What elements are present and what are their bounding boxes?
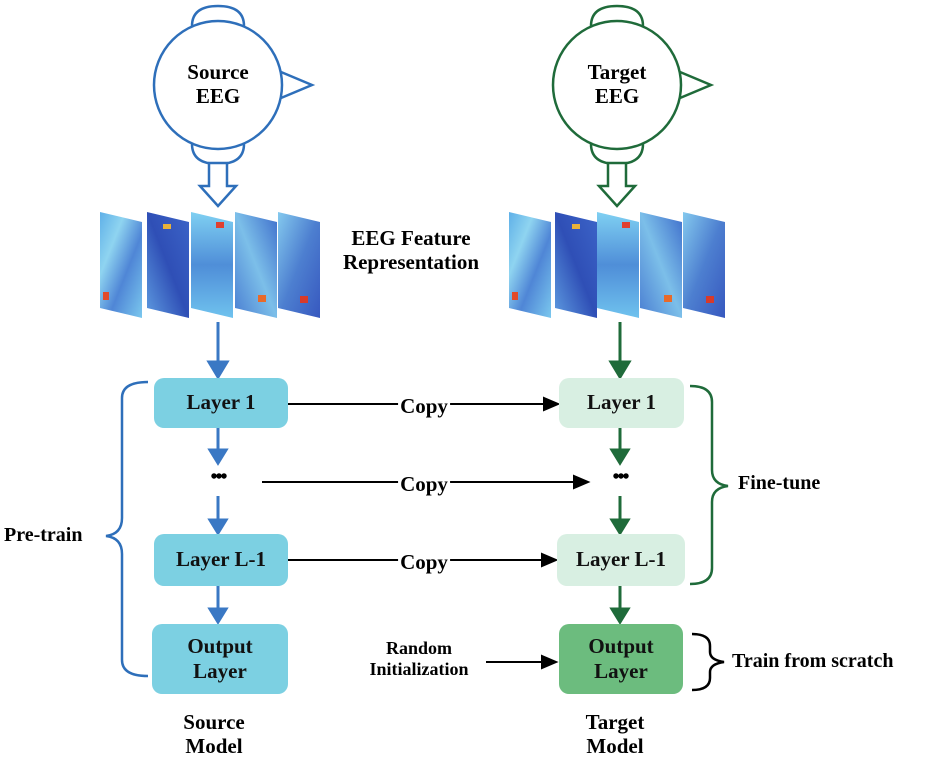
target-layer-l-1-label: Layer L-1 [575, 547, 667, 572]
target-model-line2: Model [586, 734, 644, 759]
source-dots: ••• [210, 466, 227, 488]
target-feature-map-4 [640, 212, 682, 318]
source-hotspot [216, 222, 224, 228]
finetune-label: Fine-tune [738, 472, 821, 494]
source-head-top-ear [190, 4, 246, 27]
target-model-label: Target Model [586, 710, 645, 758]
random-init-line1: Random [385, 638, 453, 658]
target-flow-arrows [608, 322, 632, 625]
target-head-icon [551, 4, 715, 166]
copy-label-dots: Copy [398, 472, 450, 497]
target-hotspot [664, 295, 672, 302]
target-layer-l-1: Layer L-1 [557, 534, 685, 586]
source-hotspot [103, 292, 109, 300]
source-feature-map-3 [191, 212, 233, 318]
target-output-line2: Layer [594, 659, 648, 683]
source-hotspot [163, 224, 171, 229]
feature-label-line1: EEG Feature [351, 226, 471, 250]
source-head-label: Source EEG [187, 60, 248, 108]
source-feature-map-2 [147, 212, 189, 318]
target-head-nose [679, 70, 715, 100]
pretrain-bracket [105, 380, 149, 678]
target-model-line1: Target [585, 710, 645, 734]
source-output-line2: Layer [193, 659, 247, 683]
source-head-icon [152, 4, 316, 166]
source-output-layer: Output Layer [152, 624, 288, 694]
source-head-nose [280, 70, 316, 100]
target-hotspot [512, 292, 518, 300]
source-head-circle [152, 19, 284, 151]
source-hotspot [300, 296, 308, 303]
target-head-label-line2: EEG [594, 84, 640, 109]
target-head-circle [551, 19, 683, 151]
random-init-label: Random Initialization [369, 638, 468, 679]
source-layer-l-1-label: Layer L-1 [175, 547, 267, 572]
target-hotspot [572, 224, 580, 229]
source-layer-l-1: Layer L-1 [154, 534, 288, 586]
target-feature-map-5 [683, 212, 725, 318]
source-head-label-line1: Source [187, 60, 249, 84]
target-head-label: Target EEG [588, 60, 647, 108]
target-dots: ••• [612, 466, 629, 488]
source-model-label: Source Model [183, 710, 244, 758]
target-feature-maps [509, 212, 725, 318]
copy-label-layerL1: Copy [398, 550, 450, 575]
source-hotspot [258, 295, 266, 302]
source-feature-map-5 [278, 212, 320, 318]
copy-label-layer1: Copy [398, 394, 450, 419]
finetune-bracket [689, 384, 729, 586]
source-feature-map-4 [235, 212, 277, 318]
target-hollow-arrow [596, 161, 638, 208]
pretrain-label: Pre-train [4, 524, 83, 546]
target-feature-map-2 [555, 212, 597, 318]
target-hotspot [622, 222, 630, 228]
source-model-line2: Model [185, 734, 243, 759]
source-feature-maps [100, 212, 320, 318]
target-output-layer: Output Layer [559, 624, 683, 694]
random-init-line2: Initialization [369, 658, 469, 679]
scratch-label: Train from scratch [732, 650, 894, 672]
copy-arrows [262, 396, 591, 670]
source-head-label-line2: EEG [195, 84, 241, 109]
source-hollow-arrow [197, 161, 239, 208]
source-layer-1-label: Layer 1 [186, 390, 256, 415]
target-hotspot [706, 296, 714, 303]
target-feature-map-1 [509, 212, 551, 318]
source-output-line1: Output [187, 633, 253, 658]
target-output-line1: Output [588, 633, 654, 658]
source-flow-arrows [206, 322, 230, 625]
target-head-top-ear [589, 4, 645, 27]
target-head-label-line1: Target [587, 60, 647, 84]
feature-label: EEG Feature Representation [343, 226, 479, 274]
target-layer-1-label: Layer 1 [586, 390, 657, 415]
source-model-line1: Source [183, 710, 245, 734]
target-layer-1: Layer 1 [559, 378, 684, 428]
target-feature-map-3 [597, 212, 639, 318]
feature-label-line2: Representation [342, 250, 480, 275]
source-layer-1: Layer 1 [154, 378, 288, 428]
scratch-bracket [691, 632, 725, 692]
source-feature-map-1 [100, 212, 142, 318]
